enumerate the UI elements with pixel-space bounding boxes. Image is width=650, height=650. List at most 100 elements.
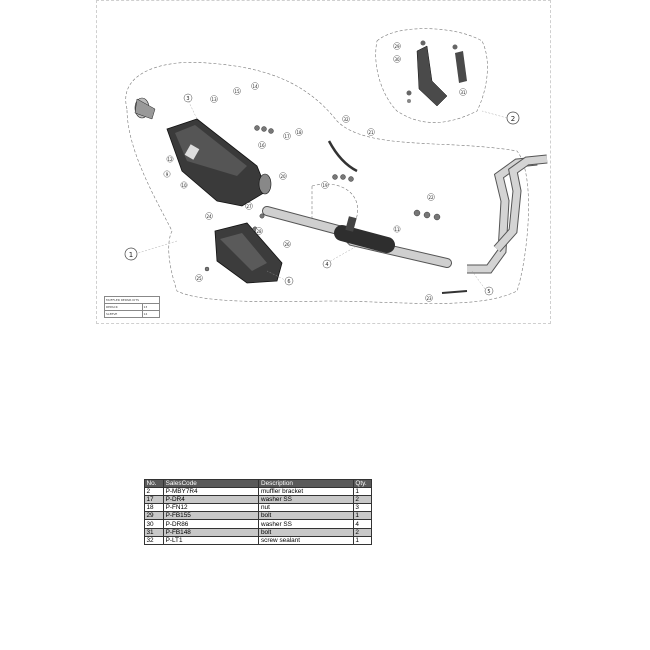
clamp-23 (441, 290, 468, 294)
svg-text:22: 22 (428, 195, 434, 200)
cell-description: bolt (258, 511, 354, 521)
svg-text:1: 1 (129, 251, 133, 259)
group-outline-bracket (375, 28, 488, 123)
group-outline-hardware (311, 183, 358, 230)
hardware-items (204, 125, 441, 272)
outlet-end-cap (134, 97, 156, 120)
cell-no: 18 (143, 503, 165, 513)
svg-text:18: 18 (296, 130, 302, 135)
kit-row: REPACK 13 (104, 303, 160, 311)
callout-15: 15 (233, 87, 241, 95)
callout-12: 12 (166, 155, 174, 163)
callout-30: 30 (393, 55, 401, 63)
svg-text:20: 20 (280, 174, 286, 179)
svg-text:11: 11 (394, 227, 400, 232)
callout-26: 26 (283, 240, 291, 248)
cell-description: screw sealant (258, 535, 354, 545)
svg-text:3: 3 (186, 96, 189, 102)
exploded-parts-diagram: 1 2 3 4 5 6 9 10 11 12 13 14 15 16 17 18… (96, 0, 551, 324)
cell-description: bolt (258, 527, 354, 537)
callout-28: 28 (255, 227, 263, 235)
cell-qty: 3 (352, 503, 373, 513)
cell-qty: 1 (352, 487, 373, 497)
kit-qty: 13 (141, 303, 160, 311)
cell-sales-code: P-MBY7R4 (163, 487, 260, 497)
cell-qty: 1 (352, 535, 373, 545)
callout-5: 5 (484, 286, 494, 296)
cell-qty: 4 (352, 519, 373, 529)
cell-no: 29 (143, 511, 165, 521)
cell-sales-code: P-DR86 (163, 519, 260, 529)
exhaust-system-illustration: 1 2 3 4 5 6 9 10 11 12 13 14 15 16 17 18… (124, 28, 548, 304)
muffler-canister (166, 118, 272, 207)
cell-no: 17 (143, 495, 165, 505)
svg-text:23: 23 (426, 296, 432, 301)
header-no: No. (143, 478, 165, 489)
callout-3: 3 (183, 93, 193, 103)
svg-text:29: 29 (394, 44, 400, 49)
callout-17: 17 (283, 132, 291, 140)
table-row: 18 P-FN12 nut 3 (143, 503, 373, 513)
cell-no: 32 (143, 535, 165, 545)
callout-2: 2 (506, 111, 520, 125)
svg-text:24: 24 (206, 214, 212, 219)
table-row: 2 P-MBY7R4 muffler bracket 1 (143, 487, 373, 497)
callout-32: 32 (342, 115, 350, 123)
parts-list-table: No. SalesCode Description Qty. 2 P-MBY7R… (143, 478, 373, 545)
callout-29: 29 (393, 42, 401, 50)
table-row: 29 P-FB155 bolt 1 (143, 511, 373, 521)
svg-text:15: 15 (234, 89, 240, 94)
kit-name: SLEEVE (104, 310, 143, 318)
callout-14: 14 (251, 82, 259, 90)
spring (327, 140, 358, 173)
callout-13: 13 (210, 95, 218, 103)
svg-text:10: 10 (181, 183, 187, 188)
cell-qty: 2 (352, 495, 373, 505)
callout-6: 6 (284, 276, 294, 286)
svg-text:13: 13 (211, 97, 217, 102)
svg-text:26: 26 (284, 242, 290, 247)
callout-10: 10 (180, 181, 188, 189)
callout-22: 22 (427, 193, 435, 201)
svg-text:21: 21 (368, 130, 374, 135)
callout-21: 21 (367, 128, 375, 136)
parts-table-header: No. SalesCode Description Qty. (143, 478, 373, 489)
svg-text:4: 4 (325, 262, 328, 268)
callout-9: 9 (163, 170, 171, 178)
svg-text:28: 28 (256, 229, 262, 234)
callout-23: 23 (425, 294, 433, 302)
callout-16: 16 (258, 141, 266, 149)
callout-31: 31 (459, 88, 467, 96)
svg-text:31: 31 (460, 90, 466, 95)
svg-text:19: 19 (322, 183, 328, 188)
header-description: Description (258, 478, 354, 489)
svg-text:32: 32 (343, 117, 349, 122)
cell-description: muffler bracket (258, 487, 354, 497)
svg-text:9: 9 (166, 172, 169, 177)
callout-20: 20 (279, 172, 287, 180)
svg-text:12: 12 (167, 157, 173, 162)
cell-description: washer SS (258, 495, 354, 505)
muffler-repair-kits-table: MUFFLER REPAIR KITS REPACK 13 SLEEVE 14 (104, 296, 160, 318)
table-row: 31 P-FB148 bolt 2 (143, 527, 373, 537)
table-row: 30 P-DR86 washer SS 4 (143, 519, 373, 529)
callout-markers: 1 2 3 4 5 6 9 10 11 12 13 14 15 16 17 18… (124, 42, 520, 302)
svg-text:17: 17 (284, 134, 290, 139)
callout-25: 25 (195, 274, 203, 282)
kit-name: REPACK (104, 303, 143, 311)
cell-qty: 1 (352, 511, 373, 521)
cell-sales-code: P-DR4 (163, 495, 260, 505)
cell-no: 31 (143, 527, 165, 537)
callout-4: 4 (322, 259, 332, 269)
header-qty: Qty. (352, 478, 373, 489)
cell-qty: 2 (352, 527, 373, 537)
header-pipes (467, 154, 548, 274)
svg-text:14: 14 (252, 84, 258, 89)
cell-sales-code: P-FB148 (163, 527, 260, 537)
cell-sales-code: P-FN12 (163, 503, 260, 513)
callout-19: 19 (321, 181, 329, 189)
group-outline-main (125, 62, 529, 304)
leader-lines (134, 97, 508, 290)
table-row: 32 P-LT1 screw sealant 1 (143, 535, 373, 545)
cell-description: washer SS (258, 519, 354, 529)
